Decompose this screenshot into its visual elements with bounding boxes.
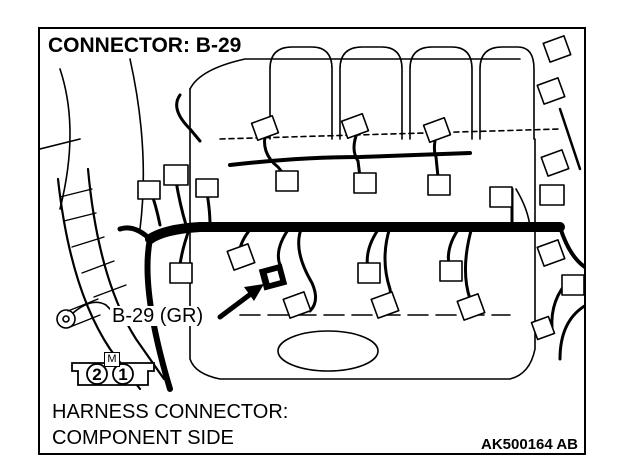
connector-callout: B-29 (GR) — [110, 305, 206, 327]
engine-harness-illustration — [40, 35, 584, 392]
connector-key-m: M — [104, 352, 120, 367]
diagram-frame: M 2 1 CONNECTOR: B-29 B-29 (GR) HARNESS … — [38, 27, 586, 455]
harness-caption-line2: COMPONENT SIDE — [52, 427, 234, 449]
figure-code: AK500164 AB — [481, 436, 578, 453]
harness-caption-line1: HARNESS CONNECTOR: — [52, 401, 289, 423]
connector-title: CONNECTOR: B-29 — [48, 35, 245, 58]
pin-1-label: 1 — [118, 365, 128, 384]
pin-2-label: 2 — [92, 365, 102, 384]
